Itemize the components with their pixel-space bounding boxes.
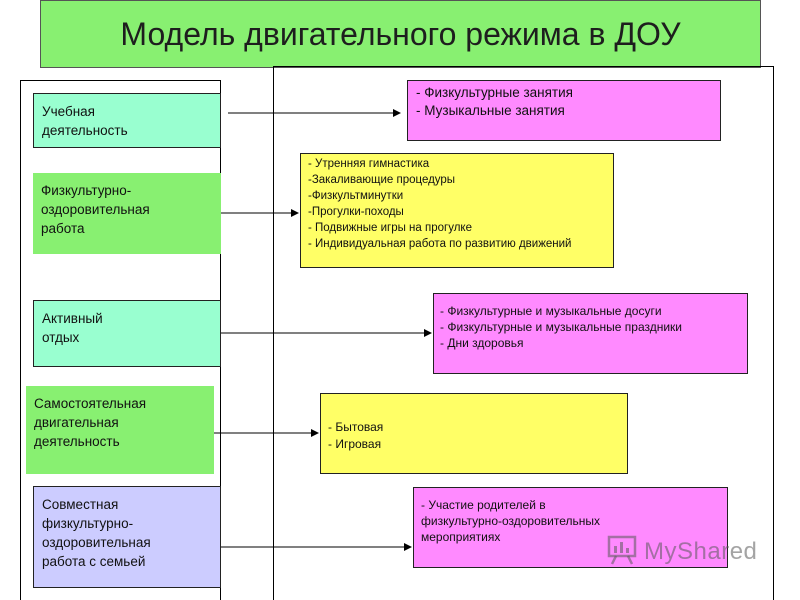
category-independent-activity: Самостоятельная двигательная деятельност… [26,386,214,474]
left-column-left-border [20,80,21,600]
watermark-text: MyShared [644,538,758,565]
detail-independent-activity: - Бытовая - Игровая [320,393,628,474]
detail-educational-activity: - Физкультурные занятия - Музыкальные за… [407,80,721,141]
detail-health-work: - Утренняя гимнастика -Закаливающие проц… [300,153,614,268]
presentation-board-icon [606,534,638,571]
detail-active-rest: - Физкультурные и музыкальные досуги - Ф… [433,293,748,374]
category-active-rest: Активный отдых [33,300,221,367]
page-title: Модель двигательного режима в ДОУ [40,0,761,68]
left-column-top-border [20,80,221,81]
category-family-work: Совместная физкультурно- оздоровительная… [33,486,221,588]
category-educational-activity: Учебная деятельность [33,93,221,148]
right-column-right-border [773,66,774,600]
detail-family-work: - Участие родителей в физкультурно-оздор… [413,487,728,568]
right-column-top-border [273,66,774,67]
watermark: MyShared [606,535,757,569]
category-health-work: Физкультурно- оздоровительная работа [33,173,221,254]
